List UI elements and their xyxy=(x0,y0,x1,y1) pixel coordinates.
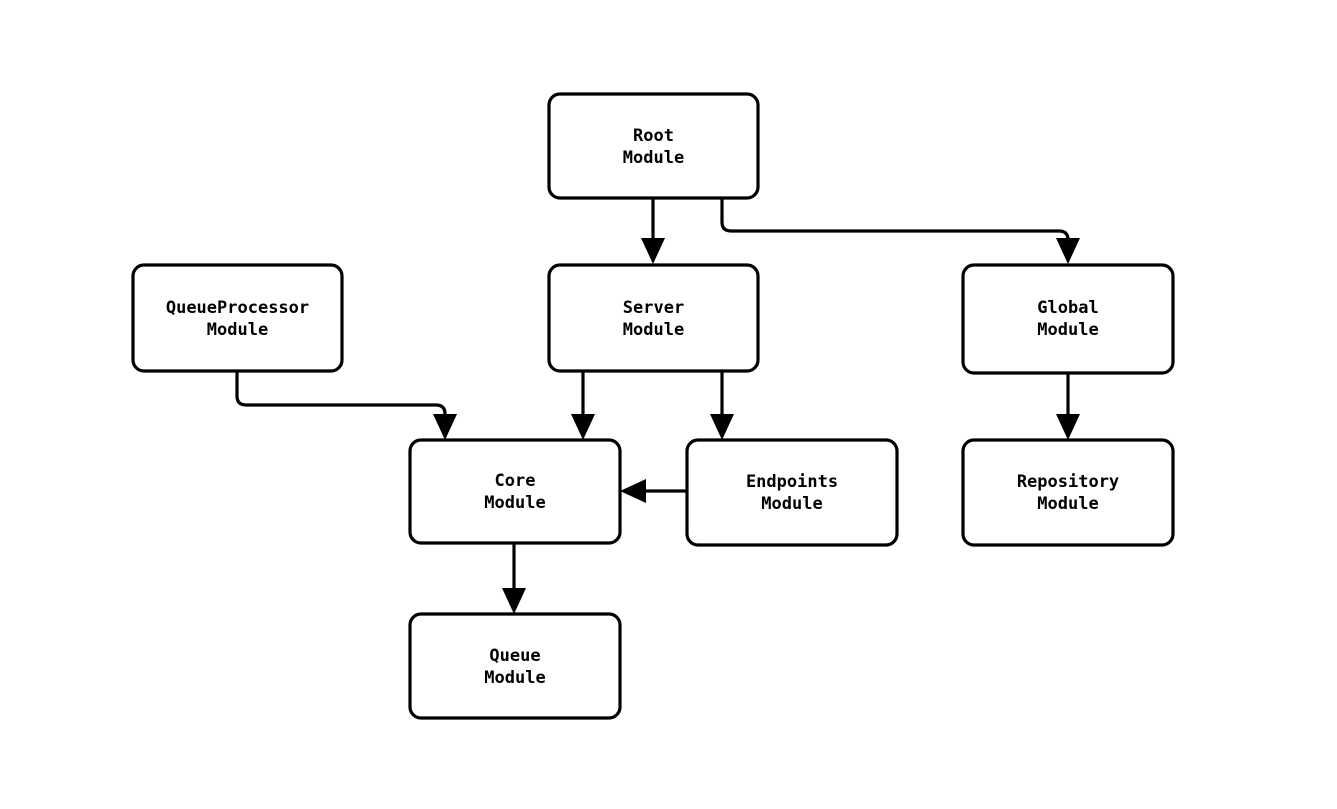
node-box[interactable] xyxy=(961,438,1175,547)
node-label-line1: Core xyxy=(495,471,536,491)
node-layer: Root Module QueueProcessor Module Server… xyxy=(131,92,1175,720)
arrow-head-icon xyxy=(620,479,646,503)
arrow-head-icon xyxy=(502,588,526,614)
arrow-head-icon xyxy=(571,414,595,440)
node-queueprocessor-module[interactable]: QueueProcessor Module xyxy=(131,263,344,373)
node-box[interactable] xyxy=(961,263,1175,375)
node-box[interactable] xyxy=(131,263,344,373)
edge-server-to-endpoints xyxy=(710,371,734,440)
node-label-line2: Module xyxy=(761,494,822,514)
node-endpoints-module[interactable]: Endpoints Module xyxy=(685,438,899,547)
node-box[interactable] xyxy=(408,438,622,545)
node-label-line1: Queue xyxy=(489,646,540,666)
node-label-line1: Repository xyxy=(1017,472,1119,492)
edge-root-to-server xyxy=(641,198,665,264)
edge-line xyxy=(235,371,447,419)
arrow-head-icon xyxy=(1056,414,1080,440)
node-label-line2: Module xyxy=(623,148,684,168)
node-label-line2: Module xyxy=(484,493,545,513)
edge-line xyxy=(720,198,1070,243)
node-label-line1: Endpoints xyxy=(746,472,838,492)
node-box[interactable] xyxy=(685,438,899,547)
node-label-line2: Module xyxy=(207,320,268,340)
arrow-head-icon xyxy=(641,238,665,264)
node-label-line2: Module xyxy=(623,320,684,340)
node-root-module[interactable]: Root Module xyxy=(547,92,760,200)
node-repository-module[interactable]: Repository Module xyxy=(961,438,1175,547)
edge-layer xyxy=(235,198,1080,614)
edge-server-to-core xyxy=(571,371,595,440)
node-box[interactable] xyxy=(547,263,760,373)
node-queue-module[interactable]: Queue Module xyxy=(408,612,622,720)
edge-queueprocessor-to-core xyxy=(235,371,457,440)
node-label-line1: Root xyxy=(633,126,674,146)
node-label-line2: Module xyxy=(1037,494,1098,514)
arrow-head-icon xyxy=(710,414,734,440)
arrow-head-icon xyxy=(433,414,457,440)
node-label-line2: Module xyxy=(484,668,545,688)
node-core-module[interactable]: Core Module xyxy=(408,438,622,545)
node-label-line1: Global xyxy=(1037,298,1098,318)
node-box[interactable] xyxy=(547,92,760,200)
node-label-line2: Module xyxy=(1037,320,1098,340)
edge-endpoints-to-core xyxy=(620,479,687,503)
node-label-line1: Server xyxy=(623,298,684,318)
node-box[interactable] xyxy=(408,612,622,720)
node-label-line1: QueueProcessor xyxy=(166,298,309,318)
edge-global-to-repository xyxy=(1056,373,1080,440)
arrow-head-icon xyxy=(1056,238,1080,264)
node-server-module[interactable]: Server Module xyxy=(547,263,760,373)
edge-core-to-queue xyxy=(502,543,526,614)
node-global-module[interactable]: Global Module xyxy=(961,263,1175,375)
edge-root-to-global xyxy=(720,198,1080,264)
